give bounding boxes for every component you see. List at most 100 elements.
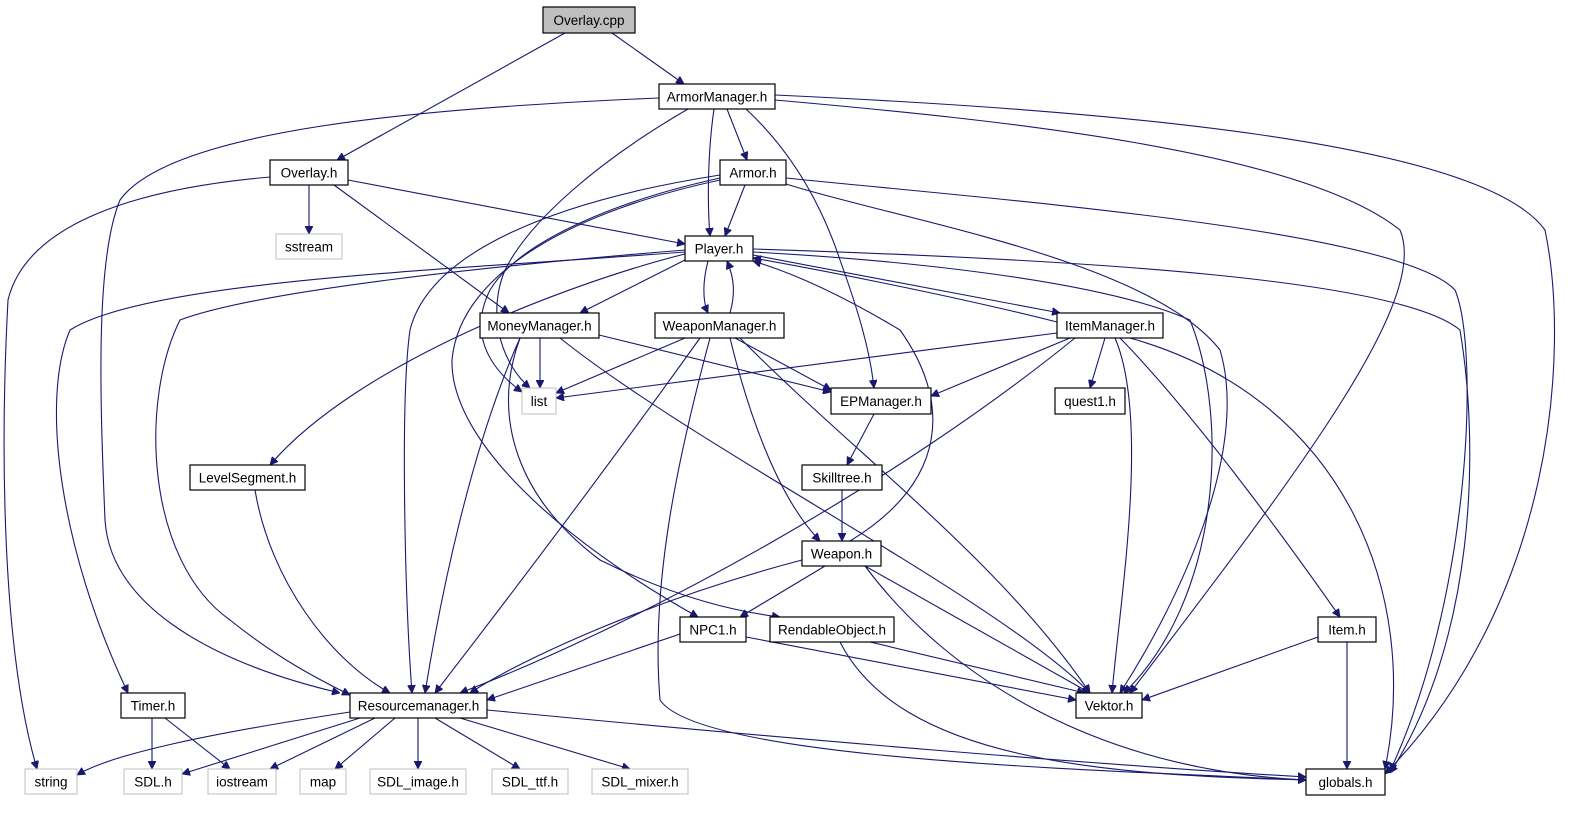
edge-player_h-to-itemmanager_h	[752, 254, 1060, 313]
node-label: ItemManager.h	[1065, 319, 1155, 334]
node-epmanager-h[interactable]: EPManager.h	[830, 387, 932, 415]
node-box	[120, 692, 186, 719]
edge-resourcemanager_h-to-sdl_h	[182, 717, 361, 774]
node-label: LevelSegment.h	[199, 471, 297, 486]
node-box	[719, 159, 787, 186]
edge-timer_h-to-iostream	[164, 717, 230, 769]
node-resourcemanager-h[interactable]: Resourcemanager.h	[349, 692, 488, 719]
edge-weapon_h-to-resourcemanager_h	[470, 559, 803, 693]
edge-player_h-to-levelsegment_h	[270, 253, 686, 465]
edge-armor_h-to-npc1_h	[451, 179, 721, 618]
node-box	[189, 464, 306, 491]
node-box	[1317, 616, 1377, 643]
node-map[interactable]: map	[299, 768, 347, 795]
edge-itemmanager_h-to-globals_h	[1129, 337, 1395, 769]
node-label: SDL.h	[134, 775, 172, 790]
node-timer-h[interactable]: Timer.h	[120, 692, 186, 719]
node-label: Player.h	[695, 242, 744, 257]
node-box	[1056, 312, 1164, 339]
node-box	[591, 768, 689, 795]
edge-moneymanager_h-to-epmanager_h	[598, 334, 831, 392]
node-box	[684, 235, 754, 262]
edge-armor_h-to-resourcemanager_h	[403, 174, 721, 693]
node-npc1-h[interactable]: NPC1.h	[679, 616, 747, 643]
edge-player_h-to-weaponmanager_h	[704, 260, 708, 313]
node-box	[299, 768, 347, 795]
node-sdl-mixer-h[interactable]: SDL_mixer.h	[591, 768, 689, 795]
node-weapon-h[interactable]: Weapon.h	[801, 540, 882, 567]
edge-weaponmanager_h-to-resourcemanager_h	[435, 337, 701, 693]
node-label: MoneyManager.h	[487, 319, 591, 334]
edge-weaponmanager_h-to-player_h	[727, 261, 734, 314]
node-quest1-h[interactable]: quest1.h	[1054, 387, 1126, 415]
node-box	[542, 6, 636, 34]
node-label: RendableObject.h	[778, 623, 886, 638]
edge-armormanager_h-to-armor_h	[726, 108, 747, 160]
edge-armormanager_h-to-resourcemanager_h	[100, 97, 660, 693]
node-moneymanager-h[interactable]: MoneyManager.h	[479, 312, 600, 339]
edge-npc1_h-to-resourcemanager_h	[487, 633, 681, 700]
edge-armormanager_h-to-player_h	[708, 108, 715, 236]
node-sstream[interactable]: sstream	[275, 233, 343, 260]
node-box	[349, 692, 488, 719]
edge-weapon_h-to-player_h	[753, 261, 934, 542]
node-weaponmanager-h[interactable]: WeaponManager.h	[654, 312, 785, 339]
node-levelsegment-h[interactable]: LevelSegment.h	[189, 464, 306, 491]
node-iostream[interactable]: iostream	[207, 768, 277, 795]
node-overlay-h[interactable]: Overlay.h	[269, 159, 349, 186]
node-label: Overlay.cpp	[553, 13, 624, 28]
node-item-h[interactable]: Item.h	[1317, 616, 1377, 643]
node-box	[1054, 387, 1126, 415]
edge-overlay_h-to-string	[3, 176, 271, 769]
node-rendableobject-h[interactable]: RendableObject.h	[769, 616, 895, 643]
node-box	[679, 616, 747, 643]
node-label: iostream	[216, 775, 268, 790]
edge-itemmanager_h-to-list	[556, 332, 1058, 398]
node-itemmanager-h[interactable]: ItemManager.h	[1056, 312, 1164, 339]
edge-player_h-to-globals_h	[752, 248, 1471, 773]
edge-weaponmanager_h-to-vektor_h	[739, 337, 1090, 693]
edge-itemmanager_h-to-vektor_h	[1112, 337, 1133, 693]
node-label: map	[310, 775, 336, 790]
node-globals-h[interactable]: globals.h	[1305, 768, 1386, 796]
edge-weaponmanager_h-to-list	[556, 337, 686, 393]
node-label: quest1.h	[1064, 394, 1116, 409]
edge-resourcemanager_h-to-globals_h	[486, 709, 1306, 777]
edge-weaponmanager_h-to-weapon_h	[729, 337, 820, 541]
edge-npc1_h-to-vektor_h	[745, 636, 1076, 700]
node-string[interactable]: string	[24, 768, 78, 795]
edge-player_h-to-timer_h	[55, 251, 686, 693]
node-label: globals.h	[1318, 775, 1372, 790]
node-box	[801, 464, 883, 491]
node-player-h[interactable]: Player.h	[684, 235, 754, 262]
node-box	[658, 83, 776, 110]
edge-moneymanager_h-to-vektor_h	[559, 337, 1090, 693]
edge-armor_h-to-vektor_h	[785, 183, 1228, 693]
edge-overlay_h-to-moneymanager_h	[333, 184, 509, 313]
node-label: SDL_ttf.h	[502, 775, 558, 790]
node-armor-h[interactable]: Armor.h	[719, 159, 787, 186]
node-vektor-h[interactable]: Vektor.h	[1075, 692, 1143, 719]
node-box	[1075, 692, 1143, 719]
node-box	[275, 233, 343, 260]
edge-weapon_h-to-npc1_h	[740, 565, 826, 618]
node-label: list	[531, 394, 548, 409]
node-sdl-h[interactable]: SDL.h	[123, 768, 183, 795]
edge-resourcemanager_h-to-sdl_mixer_h	[459, 717, 630, 769]
node-armormanager-h[interactable]: ArmorManager.h	[658, 83, 776, 110]
edge-armormanager_h-to-list	[496, 108, 689, 388]
node-sdl-image-h[interactable]: SDL_image.h	[369, 768, 467, 795]
node-sdl-ttf-h[interactable]: SDL_ttf.h	[491, 768, 569, 795]
node-label: EPManager.h	[840, 394, 922, 409]
node-skilltree-h[interactable]: Skilltree.h	[801, 464, 883, 491]
node-list[interactable]: list	[521, 387, 557, 415]
edge-resourcemanager_h-to-iostream	[270, 717, 376, 769]
edge-player_h-to-moneymanager_h	[580, 259, 686, 314]
node-label: NPC1.h	[689, 623, 736, 638]
edge-armor_h-to-list	[480, 177, 721, 392]
edge-weapon_h-to-vektor_h	[864, 565, 1090, 694]
edge-epmanager_h-to-skilltree_h	[846, 413, 875, 465]
edge-overlay_cpp-to-overlay_h	[337, 32, 566, 161]
